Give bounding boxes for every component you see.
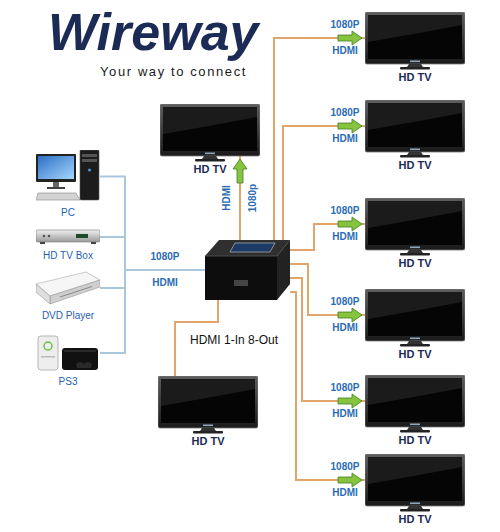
dvd-graphic xyxy=(36,272,100,304)
ps3-graphic xyxy=(38,336,98,370)
tv-display: HD TV xyxy=(365,454,465,506)
source-device: PS3 xyxy=(36,334,100,372)
signal-arrow xyxy=(338,394,362,408)
hdmi-cable xyxy=(233,156,247,240)
signal-arrow xyxy=(233,159,247,183)
source-label: HD TV Box xyxy=(21,250,115,262)
signal-label: 1080P HDMI xyxy=(325,375,365,427)
ps3-illustration xyxy=(36,334,100,372)
signal-label: 1080P HDMI xyxy=(325,198,365,250)
signal-arrow xyxy=(338,473,362,487)
hdmi-splitter: HDMI 1-In 8-Out xyxy=(205,240,290,300)
source-device: PC xyxy=(36,150,100,203)
signal-arrow xyxy=(338,119,362,133)
source-label: PS3 xyxy=(21,376,115,388)
tv-illustration xyxy=(158,376,258,434)
signal-label: 1080P HDMI xyxy=(325,100,365,152)
tv-graphic xyxy=(158,376,258,434)
source-label: DVD Player xyxy=(21,310,115,322)
tv-display: HD TV xyxy=(365,198,465,250)
splitter-illustration xyxy=(205,240,290,300)
source-device: HD TV Box xyxy=(36,228,100,246)
signal-label: 1080P HDMI xyxy=(325,289,365,341)
tv-illustration xyxy=(365,12,465,70)
signal-label: 1080P HDMI xyxy=(145,244,185,296)
device-label: HD TV xyxy=(140,163,280,176)
signal-label: HDMI 1080p xyxy=(214,178,266,218)
tv-illustration xyxy=(160,104,260,162)
hdmi-cable xyxy=(290,292,365,487)
product-label: HDMI 1-In 8-Out xyxy=(190,333,278,347)
pc-illustration xyxy=(36,150,100,203)
tv-illustration xyxy=(365,375,465,433)
tv-display: HD TV xyxy=(365,100,465,152)
tv-display: HD TV xyxy=(365,12,465,64)
tv-graphic xyxy=(365,375,465,433)
tv-illustration xyxy=(365,198,465,256)
device-label: HD TV xyxy=(345,348,485,361)
tv-graphic xyxy=(160,104,260,162)
tv-graphic xyxy=(365,198,465,256)
device-label: HD TV xyxy=(345,71,485,84)
tv-display: HD TV xyxy=(160,104,260,156)
signal-arrow xyxy=(338,31,362,45)
signal-arrow xyxy=(338,217,362,231)
signal-arrow xyxy=(338,308,362,322)
device-label: HD TV xyxy=(345,513,485,526)
tv-graphic xyxy=(365,289,465,347)
dvd-illustration xyxy=(36,270,100,306)
source-label: PC xyxy=(21,207,115,219)
brand-logo: Wireway xyxy=(48,6,259,58)
stb-illustration xyxy=(36,228,100,246)
signal-label: 1080P HDMI xyxy=(325,12,365,64)
source-device: DVD Player xyxy=(36,270,100,306)
tv-graphic xyxy=(365,12,465,70)
stb-graphic xyxy=(36,230,100,244)
device-label: HD TV xyxy=(138,435,278,448)
device-label: HD TV xyxy=(345,257,485,270)
tv-illustration xyxy=(365,289,465,347)
signal-label: 1080P HDMI xyxy=(325,454,365,506)
pc-graphic xyxy=(36,150,99,200)
tv-illustration xyxy=(365,454,465,512)
device-label: HD TV xyxy=(345,434,485,447)
tv-graphic xyxy=(365,454,465,512)
tv-illustration xyxy=(365,100,465,158)
device-label: HD TV xyxy=(345,159,485,172)
tv-graphic xyxy=(365,100,465,158)
tv-display: HD TV xyxy=(365,375,465,427)
cable-line xyxy=(290,292,365,480)
brand-tagline: Your way to connect xyxy=(100,64,247,79)
splitter-graphic xyxy=(205,240,290,300)
tv-display: HD TV xyxy=(365,289,465,341)
tv-display: HD TV xyxy=(158,376,258,428)
